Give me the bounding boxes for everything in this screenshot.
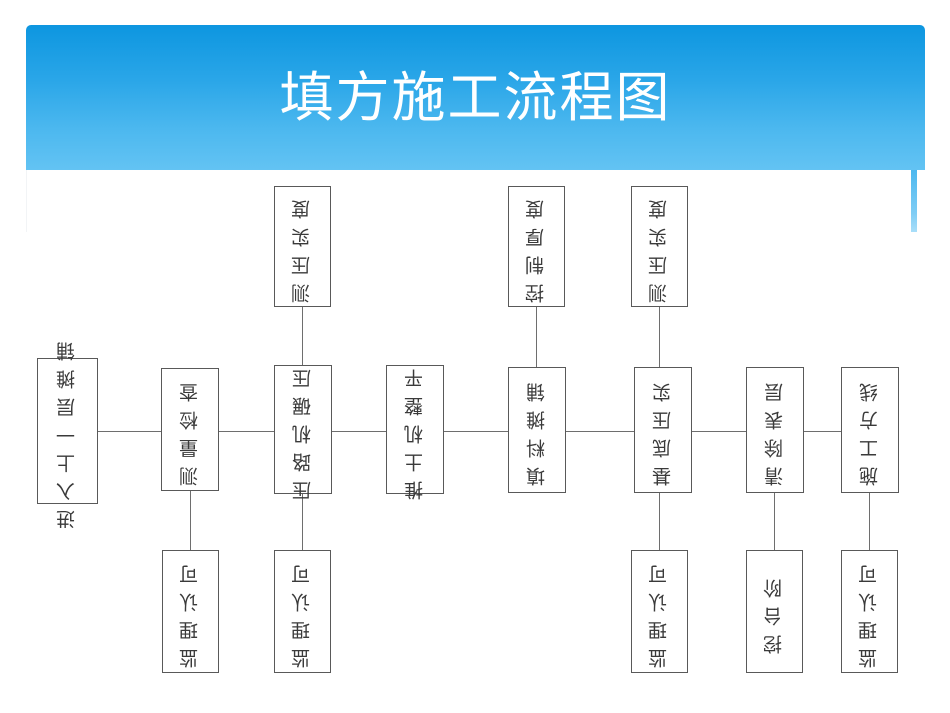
flowchart-node-m4[interactable]: 推土机整平: [386, 360, 444, 500]
connector-m8-b5: [869, 493, 871, 550]
connector-m6-m7: [692, 431, 746, 433]
connector-m7-m8: [804, 431, 841, 433]
page-title: 填方施工流程图: [279, 65, 672, 129]
connector-m3-b2: [302, 494, 304, 550]
flowchart-node-m6[interactable]: 基底压实: [634, 367, 692, 493]
flowchart-node-m1[interactable]: 进入上一层摊铺: [37, 333, 98, 529]
flowchart-node-b5[interactable]: 监理认可: [841, 550, 898, 673]
banner-left-hairline: [26, 170, 27, 232]
flowchart-node-b4[interactable]: 挖台阶: [746, 550, 803, 673]
flowchart-node-label: 监理认可: [179, 555, 202, 668]
connector-m3-m4: [332, 431, 386, 433]
flowchart-node-m7[interactable]: 清除表层: [746, 367, 804, 493]
connector-m2-m3: [219, 431, 274, 433]
flowchart-node-label: 基底压实: [651, 374, 674, 486]
flowchart-node-b3[interactable]: 监理认可: [631, 550, 688, 673]
flowchart-node-label: 监理认可: [858, 555, 881, 668]
connector-m2-b1: [190, 491, 192, 550]
flowchart-node-label: 推土机整平: [403, 359, 426, 500]
flowchart-node-m2[interactable]: 测量检查: [161, 368, 219, 491]
flowchart-node-m5[interactable]: 填料摊铺: [508, 367, 566, 493]
banner-right-accent-strip: [911, 170, 917, 232]
connector-m7-b4: [774, 493, 776, 550]
connector-m6-b3: [659, 493, 661, 550]
connector-m1-m2: [98, 431, 161, 433]
flowchart-node-label: 施工方线: [858, 374, 881, 486]
flowchart-node-label: 清除表层: [763, 374, 786, 486]
connector-t1-m3: [302, 307, 304, 365]
flowchart-node-label: 压路机碾压: [291, 359, 314, 500]
flowchart-node-label: 填料摊铺: [525, 374, 548, 486]
connector-t2-m5: [536, 307, 538, 367]
flowchart-node-label: 控制厚度: [525, 190, 548, 303]
flowchart-node-t3[interactable]: 测压实度: [631, 186, 688, 307]
connector-m4-m5: [444, 431, 508, 433]
connector-m5-m6: [566, 431, 634, 433]
flowchart-node-m3[interactable]: 压路机碾压: [274, 360, 332, 500]
flowchart-node-m8[interactable]: 施工方线: [841, 367, 899, 493]
flowchart-node-t2[interactable]: 控制厚度: [508, 186, 565, 307]
title-banner: 填方施工流程图: [26, 25, 925, 170]
flowchart-node-label: 监理认可: [648, 555, 671, 668]
flowchart-node-label: 测压实度: [291, 190, 314, 303]
flowchart-node-label: 挖台阶: [763, 569, 786, 654]
flowchart-node-label: 测压实度: [648, 190, 671, 303]
flowchart-node-label: 监理认可: [291, 555, 314, 668]
flowchart-node-label: 测量检查: [178, 373, 201, 486]
flowchart-node-b1[interactable]: 监理认可: [162, 550, 219, 673]
flowchart-node-t1[interactable]: 测压实度: [274, 186, 331, 307]
flowchart-node-b2[interactable]: 监理认可: [274, 550, 331, 673]
connector-t3-m6: [659, 307, 661, 367]
flowchart-node-label: 进入上一层摊铺: [56, 333, 79, 529]
